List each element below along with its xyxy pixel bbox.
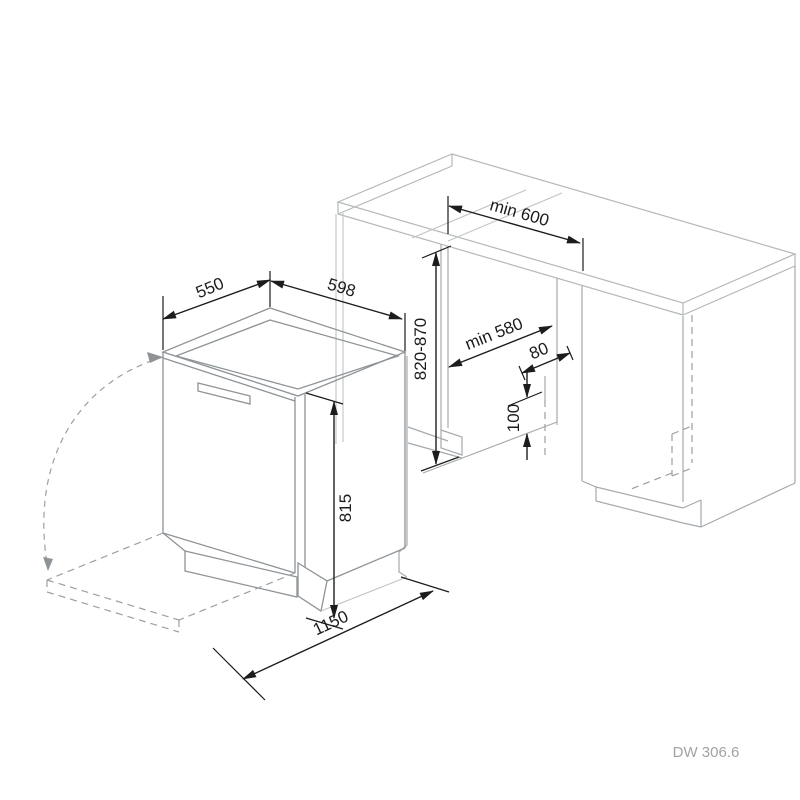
dim-label-100: 100: [504, 404, 523, 432]
dim-worktop-min-600: min 600: [447, 195, 584, 271]
dim-unit-height-815: 815: [305, 392, 355, 630]
arc-arrowhead-top: [147, 352, 163, 363]
dim-service-height-100: 100: [504, 371, 543, 460]
open-door-outline: [43, 352, 296, 633]
right-cabinet: [581, 266, 796, 528]
model-label: DW 306.6: [673, 744, 740, 761]
arc-arrowhead-bottom: [43, 557, 53, 571]
dim-label-min-580: min 580: [462, 314, 525, 354]
dim-label-815: 815: [336, 494, 355, 522]
dishwasher-unit: [161, 307, 408, 613]
dim-label-80: 80: [527, 339, 552, 364]
dim-label-1150: 1150: [310, 607, 351, 640]
dim-label-598: 598: [325, 275, 358, 301]
dim-door-open-1150: 1150: [212, 576, 450, 701]
dim-top-depth-550: 550: [162, 271, 271, 350]
door-handle: [197, 382, 251, 405]
dim-label-min-600: min 600: [488, 195, 551, 230]
niche: [398, 244, 558, 578]
door-swing-arc: [43, 356, 164, 570]
dim-label-820-870: 820-870: [411, 318, 430, 380]
dim-niche-height-820-870: 820-870: [411, 245, 460, 472]
